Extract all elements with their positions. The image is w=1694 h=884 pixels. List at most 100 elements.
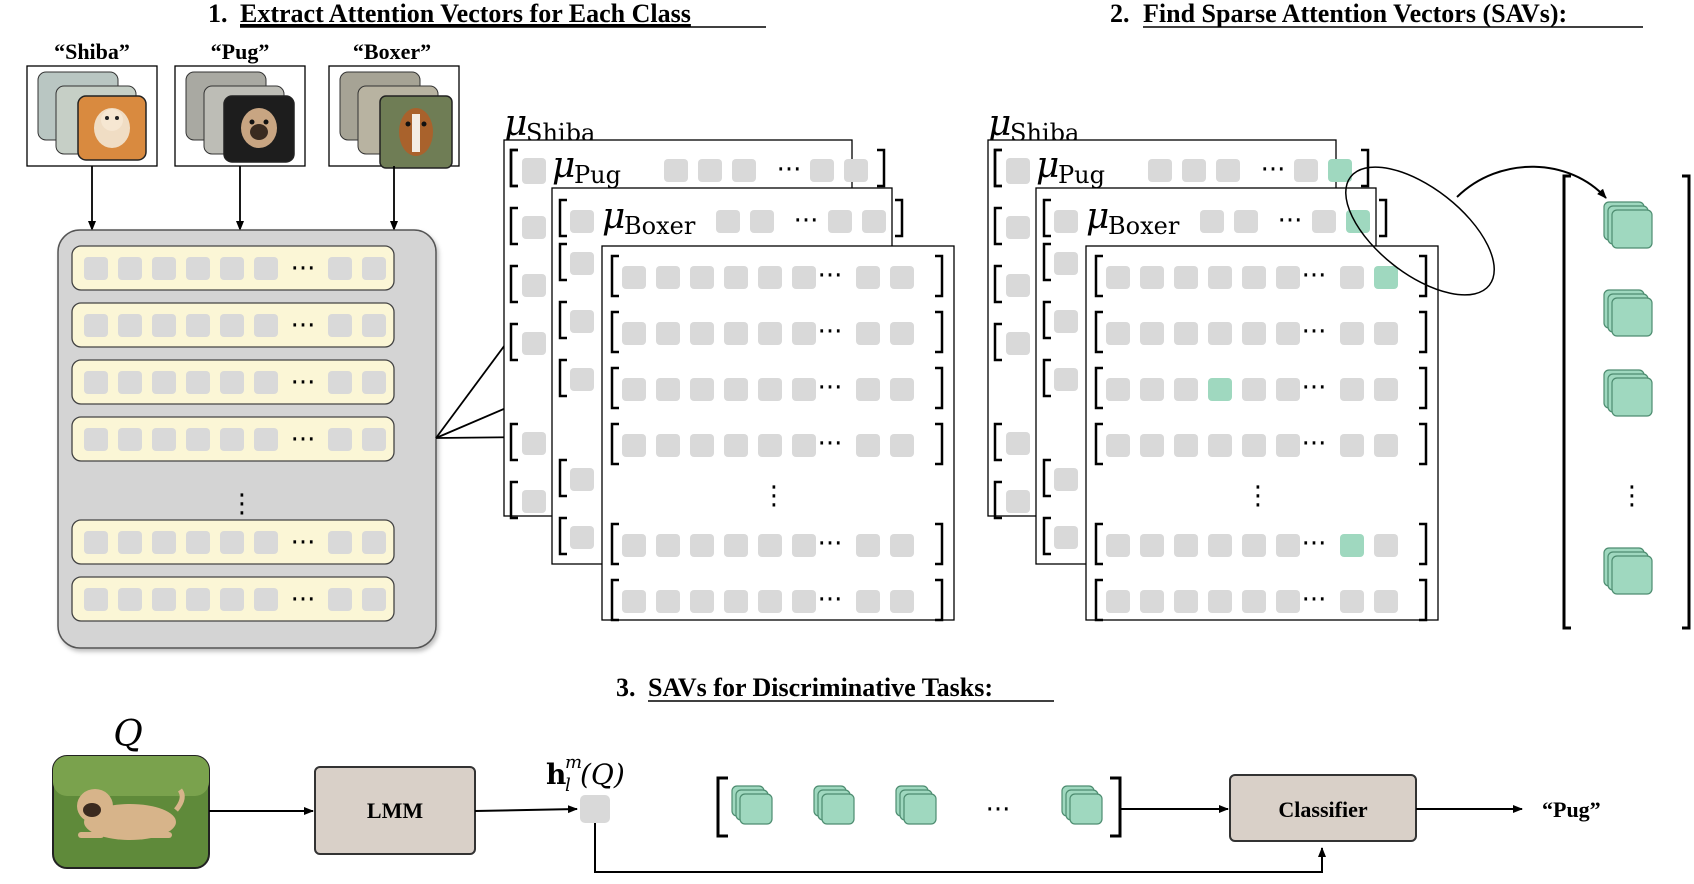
attention-cell <box>84 257 108 280</box>
attention-cell <box>186 257 210 280</box>
left-bracket <box>610 310 619 354</box>
attention-row: ··· <box>71 416 395 462</box>
attention-cell <box>1276 534 1300 557</box>
attention-cell <box>152 588 176 611</box>
attention-cell <box>656 322 680 345</box>
attention-cell <box>1276 322 1300 345</box>
attention-cell <box>152 257 176 280</box>
attention-cell <box>1106 322 1130 345</box>
step1-number: 1. <box>208 0 228 28</box>
step3-number: 3. <box>616 673 636 702</box>
mu-pug-symbol: μ <box>1036 145 1059 186</box>
left-bracket <box>1094 522 1103 566</box>
attention-cell <box>1006 332 1030 355</box>
left-bracket <box>1042 458 1051 498</box>
attention-cell <box>328 588 352 611</box>
attention-cell <box>118 257 142 280</box>
row-ellipsis: ··· <box>818 429 843 459</box>
step1-title: Extract Attention Vectors for Each Class <box>240 0 691 28</box>
query-label: Q <box>113 714 143 755</box>
attention-cell <box>1208 534 1232 557</box>
row-ellipsis: ··· <box>1302 429 1327 459</box>
attention-cell <box>1174 266 1198 289</box>
attention-cell <box>362 314 386 337</box>
attention-cell <box>84 428 108 451</box>
sav-stack-icon <box>1603 369 1653 417</box>
mu-shiba-symbol: μ <box>988 103 1011 144</box>
attention-panel: ·················· ⋮ <box>57 229 437 649</box>
row-ellipsis: ··· <box>1302 529 1327 559</box>
attention-cell <box>1374 322 1398 345</box>
attention-cell <box>724 322 748 345</box>
attention-cell <box>1340 590 1364 613</box>
row-ellipsis: ··· <box>777 155 802 185</box>
attention-cell <box>522 432 546 455</box>
attention-cell <box>254 257 278 280</box>
attention-cell <box>792 434 816 457</box>
left-bracket <box>610 254 619 298</box>
left-bracket <box>993 480 1002 520</box>
attention-cell <box>1006 432 1030 455</box>
mu-pug-subscript: Pug <box>1058 161 1105 189</box>
left-bracket <box>509 322 518 362</box>
attention-cell <box>1054 210 1078 233</box>
row-ellipsis: ··· <box>291 311 316 341</box>
attention-cell <box>690 322 714 345</box>
attention-cell <box>1140 378 1164 401</box>
left-bracket <box>610 422 619 466</box>
attention-cell <box>328 371 352 394</box>
attention-cell <box>84 531 108 554</box>
output-label: “Pug” <box>1542 797 1601 822</box>
attention-cell <box>362 371 386 394</box>
attention-cell <box>220 428 244 451</box>
attention-cell <box>750 210 774 233</box>
attention-cell <box>522 216 546 239</box>
attention-cell <box>1294 159 1318 182</box>
attention-cell <box>1106 534 1130 557</box>
left-bracket <box>558 242 567 282</box>
left-bracket <box>1094 578 1103 622</box>
query-dog-photo-icon <box>52 755 210 869</box>
attention-row: ··· <box>71 576 395 622</box>
right-bracket <box>1419 366 1428 410</box>
head-superscript: m <box>565 752 582 773</box>
attention-cell <box>1182 159 1206 182</box>
attention-cell <box>220 531 244 554</box>
row-ellipsis: ··· <box>291 425 316 455</box>
attention-cell <box>622 534 646 557</box>
right-bracket <box>1419 254 1428 298</box>
attention-cell <box>856 378 880 401</box>
class-label-shiba: “Shiba” <box>54 39 130 64</box>
left-bracket <box>1094 310 1103 354</box>
attention-cell <box>690 590 714 613</box>
attention-cell <box>1374 534 1398 557</box>
attention-cell <box>622 434 646 457</box>
attention-row: ··· <box>71 302 395 348</box>
attention-cell <box>118 531 142 554</box>
head-argument: (Q) <box>580 758 625 791</box>
attention-cell <box>1242 534 1266 557</box>
row-ellipsis: ··· <box>818 373 843 403</box>
right-bracket <box>935 254 944 298</box>
row-ellipsis: ··· <box>818 317 843 347</box>
attention-cell <box>1374 378 1398 401</box>
attention-cell <box>1140 266 1164 289</box>
attention-cell <box>254 588 278 611</box>
attention-cell <box>152 428 176 451</box>
attention-cell <box>1148 159 1172 182</box>
left-bracket <box>1042 358 1051 398</box>
attention-cell <box>1340 434 1364 457</box>
row-ellipsis: ··· <box>291 254 316 284</box>
selection-ellipse <box>1345 166 1495 296</box>
attention-cell <box>84 588 108 611</box>
mu-boxer-subscript: Boxer <box>624 212 696 240</box>
left-bracket <box>558 358 567 398</box>
attention-cell <box>186 314 210 337</box>
attention-cell <box>724 534 748 557</box>
selected-head-cell <box>1208 378 1232 401</box>
attention-cell <box>220 314 244 337</box>
attention-cell <box>622 590 646 613</box>
attention-cell <box>328 428 352 451</box>
attention-cell <box>152 314 176 337</box>
